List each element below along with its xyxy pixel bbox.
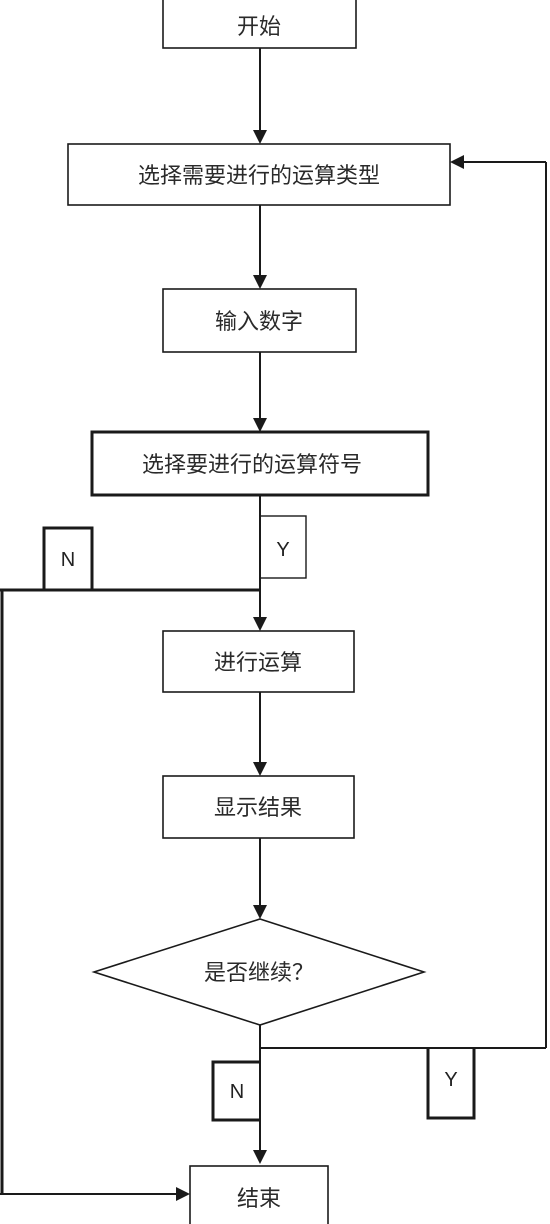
arrowhead-select-type bbox=[253, 130, 267, 144]
node-select-type: 选择需要进行的运算类型 bbox=[67, 143, 451, 206]
label-continue-yes: Y bbox=[426, 1048, 476, 1120]
label-operator-yes-text: Y bbox=[276, 539, 289, 561]
arrowhead-loop bbox=[450, 155, 464, 169]
arrowhead-show-result bbox=[253, 762, 267, 776]
node-show-result: 显示结果 bbox=[162, 775, 355, 839]
arrowhead-operator bbox=[253, 418, 267, 432]
label-continue-yes-text: Y bbox=[444, 1069, 457, 1091]
node-input-numbers: 输入数字 bbox=[162, 288, 357, 353]
node-start-text: 开始 bbox=[237, 15, 281, 40]
node-select-type-text: 选择需要进行的运算类型 bbox=[138, 164, 380, 189]
label-operator-yes: Y bbox=[259, 515, 307, 579]
node-select-operator: 选择要进行的运算符号 bbox=[90, 430, 430, 497]
node-input-numbers-text: 输入数字 bbox=[215, 310, 303, 335]
node-continue-decision: 是否继续？ bbox=[91, 918, 427, 1026]
arrowhead-input bbox=[253, 275, 267, 289]
node-show-result-text: 显示结果 bbox=[214, 796, 302, 821]
node-end-text: 结束 bbox=[237, 1187, 281, 1212]
label-continue-no: N bbox=[211, 1060, 260, 1122]
arrowhead-compute bbox=[253, 617, 267, 631]
label-operator-no: N bbox=[42, 526, 94, 590]
node-start: 开始 bbox=[162, 0, 357, 49]
node-compute: 进行运算 bbox=[162, 630, 355, 693]
arrowhead-decision bbox=[253, 905, 267, 919]
arrowhead-end bbox=[253, 1150, 267, 1164]
node-compute-text: 进行运算 bbox=[214, 651, 302, 676]
arrowhead-no-branch-end bbox=[176, 1187, 190, 1201]
node-select-operator-text: 选择要进行的运算符号 bbox=[142, 453, 362, 478]
node-continue-decision-text: 是否继续？ bbox=[204, 961, 314, 986]
label-continue-no-text: N bbox=[230, 1081, 244, 1103]
label-operator-no-text: N bbox=[61, 549, 75, 571]
node-end: 结束 bbox=[189, 1165, 329, 1224]
